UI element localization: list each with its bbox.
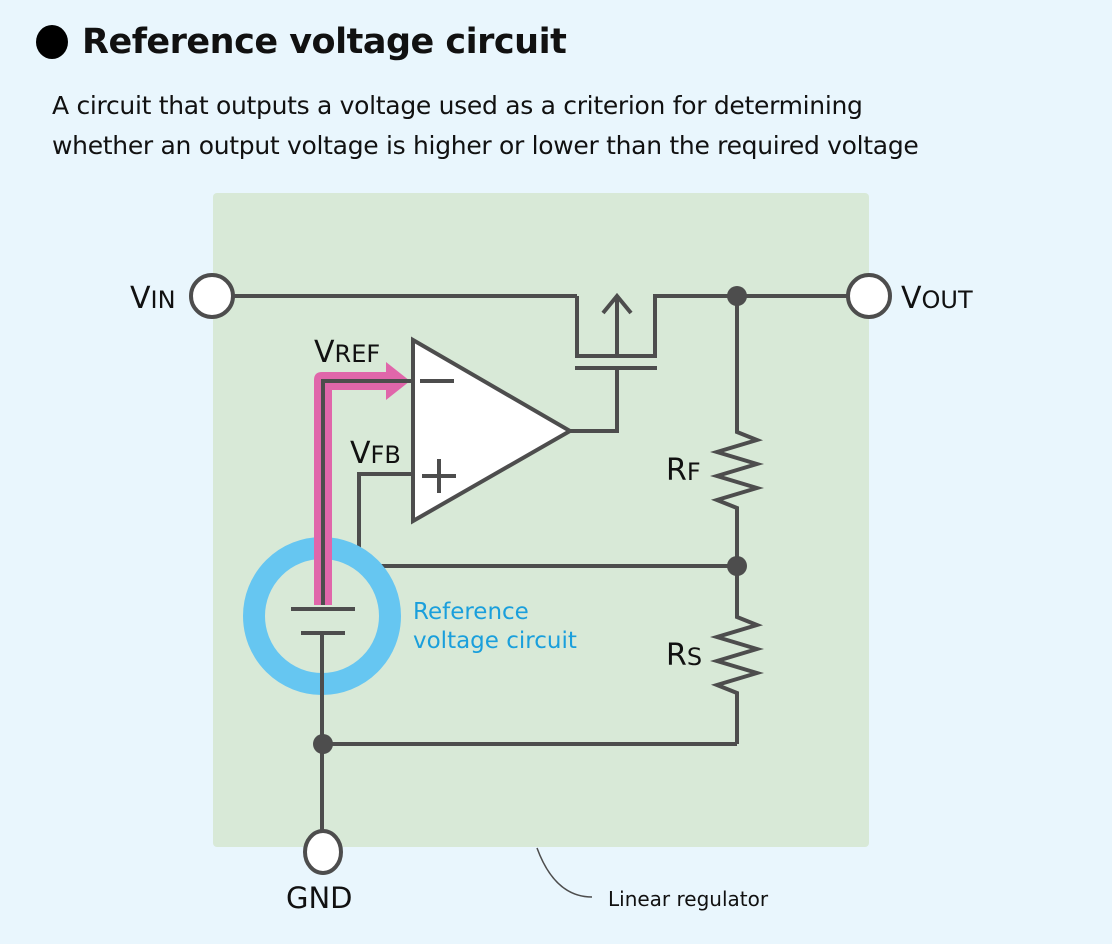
vref-wire	[321, 379, 413, 605]
gnd-label: GND	[286, 881, 353, 915]
junction-dot	[727, 556, 747, 576]
resistor-rf	[710, 296, 764, 566]
mosfet-channel	[575, 294, 737, 358]
vref-label: VREF	[314, 335, 380, 370]
vout-label: VOUT	[901, 281, 973, 316]
vin-label: VIN	[130, 281, 176, 316]
region-leader-line	[536, 847, 593, 898]
junction-dot	[727, 286, 747, 306]
description: A circuit that outputs a voltage used as…	[52, 86, 1102, 166]
rs-label: RS	[666, 638, 702, 673]
description-line-1: A circuit that outputs a voltage used as…	[52, 91, 863, 120]
title-text: Reference voltage circuit	[82, 22, 567, 62]
gnd-terminal	[303, 829, 343, 875]
linear-regulator-region	[213, 193, 869, 847]
junction-dot	[313, 734, 333, 754]
mosfet-arrow-icon	[601, 292, 633, 315]
vin-terminal	[189, 273, 235, 319]
resistor-rs	[710, 566, 764, 744]
page-title: Reference voltage circuit	[36, 22, 567, 62]
reference-label-line-2: voltage circuit	[413, 628, 577, 654]
opamp-plus-icon	[422, 459, 456, 493]
description-line-2: whether an output voltage is higher or l…	[52, 131, 919, 160]
reference-label-line-1: Reference	[413, 599, 529, 625]
vout-terminal	[846, 273, 892, 319]
gate-wire	[570, 368, 619, 433]
bullet-icon	[36, 25, 68, 59]
linear-regulator-label: Linear regulator	[608, 887, 769, 911]
vfb-label: VFB	[350, 436, 401, 471]
feedback-wire	[357, 472, 737, 568]
rf-label: RF	[666, 453, 701, 488]
